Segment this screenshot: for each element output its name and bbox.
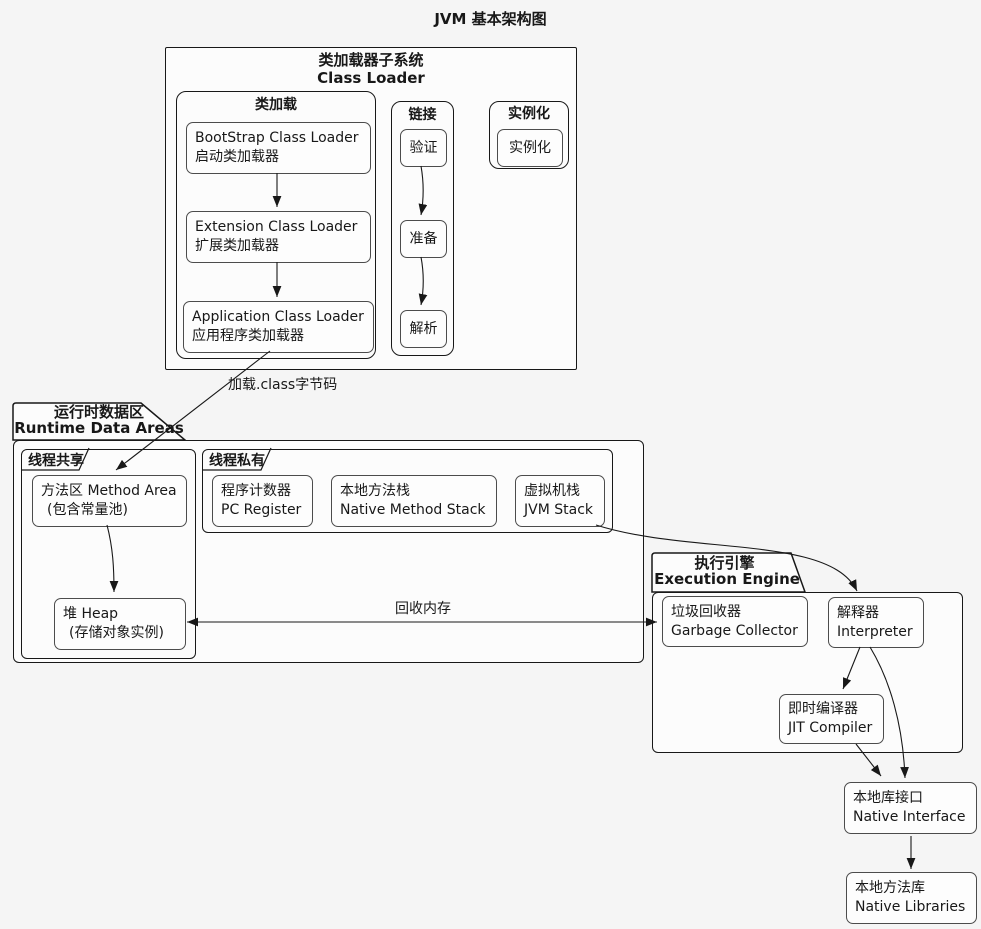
link-title: 链接 — [408, 107, 437, 123]
node-line-zh: 本地方法栈 — [340, 483, 410, 499]
instantiate-title: 实例化 — [508, 106, 550, 122]
class-load-title: 类加载 — [255, 97, 297, 113]
node-line-en: Native Interface — [853, 809, 966, 825]
execution-title-zh: 执行引擎 — [694, 554, 755, 572]
node-line-en: Native Libraries — [855, 899, 966, 915]
native-method-stack-node: 本地方法栈 Native Method Stack — [331, 475, 497, 527]
class-loader-title-en: Class Loader — [317, 69, 425, 87]
jvm-stack-node: 虚拟机栈 JVM Stack — [515, 475, 605, 527]
runtime-title-en: Runtime Data Areas — [14, 419, 184, 437]
edge-label-gc-memory: 回收内存 — [395, 601, 451, 617]
node-line-zh: 启动类加载器 — [195, 149, 279, 165]
thread-shared-frame: 线程共享 方法区 Method Area (包含常量池) 堆 Heap (存储对… — [21, 449, 196, 659]
node-line-zh: 解释器 — [837, 604, 879, 621]
node-line: 实例化 — [509, 139, 551, 156]
instantiate-group: 实例化 实例化 — [489, 101, 569, 169]
prepare-node: 准备 — [400, 220, 447, 258]
node-line: 方法区 Method Area — [41, 483, 177, 499]
bootstrap-class-loader-node: BootStrap Class Loader 启动类加载器 — [186, 122, 371, 174]
edge-label-load-class: 加载.class字节码 — [228, 377, 338, 393]
jit-compiler-node: 即时编译器 JIT Compiler — [779, 694, 884, 744]
node-line-en: Application Class Loader — [192, 309, 364, 325]
runtime-data-areas: 线程共享 方法区 Method Area (包含常量池) 堆 Heap (存储对… — [13, 440, 644, 663]
resolve-node: 解析 — [400, 310, 447, 348]
node-line: (包含常量池) — [47, 502, 128, 518]
class-loader-title-zh: 类加载器子系统 — [318, 51, 424, 69]
node-line-en: Extension Class Loader — [195, 219, 358, 235]
class-loader-subsystem: 类加载器子系统 Class Loader 类加载 BootStrap Class… — [165, 47, 577, 370]
node-line-en: Garbage Collector — [671, 622, 798, 639]
node-line: 堆 Heap — [63, 606, 119, 622]
node-line-en: JVM Stack — [524, 502, 593, 518]
node-line-en: PC Register — [221, 502, 302, 518]
class-load-group: 类加载 BootStrap Class Loader 启动类加载器 Extens… — [176, 91, 376, 359]
extension-class-loader-node: Extension Class Loader 扩展类加载器 — [186, 211, 371, 263]
node-line-en: Native Method Stack — [340, 502, 486, 518]
link-group: 链接 验证 准备 解析 — [391, 101, 454, 356]
node-line-en: JIT Compiler — [788, 720, 873, 736]
thread-private-frame: 线程私有 程序计数器 PC Register 本地方法栈 Native Meth… — [202, 449, 613, 533]
node-line-en: Interpreter — [837, 623, 913, 640]
pc-register-node: 程序计数器 PC Register — [212, 475, 313, 527]
thread-shared-label: 线程共享 — [28, 453, 84, 469]
node-line-zh: 应用程序类加载器 — [192, 328, 304, 344]
execution-engine: 垃圾回收器 Garbage Collector 解释器 Interpreter … — [652, 592, 963, 753]
node-line-zh: 程序计数器 — [221, 483, 291, 499]
application-class-loader-node: Application Class Loader 应用程序类加载器 — [183, 301, 374, 353]
node-line: (存储对象实例) — [69, 625, 164, 641]
native-interface-node: 本地库接口 Native Interface — [844, 782, 977, 834]
garbage-collector-node: 垃圾回收器 Garbage Collector — [662, 596, 808, 647]
interpreter-node: 解释器 Interpreter — [828, 597, 924, 648]
thread-private-label: 线程私有 — [209, 453, 265, 469]
execution-title-en: Execution Engine — [654, 570, 800, 588]
node-line: 准备 — [409, 230, 438, 247]
node-line-zh: 即时编译器 — [788, 701, 858, 717]
instantiate-node: 实例化 — [497, 129, 563, 167]
heap-node: 堆 Heap (存储对象实例) — [54, 598, 186, 650]
node-line: 验证 — [409, 139, 438, 156]
node-line-en: BootStrap Class Loader — [195, 130, 359, 146]
node-line-zh: 扩展类加载器 — [195, 238, 279, 254]
runtime-title-zh: 运行时数据区 — [53, 403, 144, 421]
method-area-node: 方法区 Method Area (包含常量池) — [32, 475, 187, 527]
node-line-zh: 垃圾回收器 — [671, 603, 741, 620]
native-libraries-node: 本地方法库 Native Libraries — [846, 872, 977, 924]
node-line-zh: 本地库接口 — [853, 790, 923, 806]
diagram-title: JVM 基本架构图 — [434, 10, 547, 28]
node-line-zh: 本地方法库 — [855, 880, 925, 896]
node-line-zh: 虚拟机栈 — [524, 483, 580, 499]
verify-node: 验证 — [400, 129, 447, 167]
node-line: 解析 — [409, 320, 438, 337]
